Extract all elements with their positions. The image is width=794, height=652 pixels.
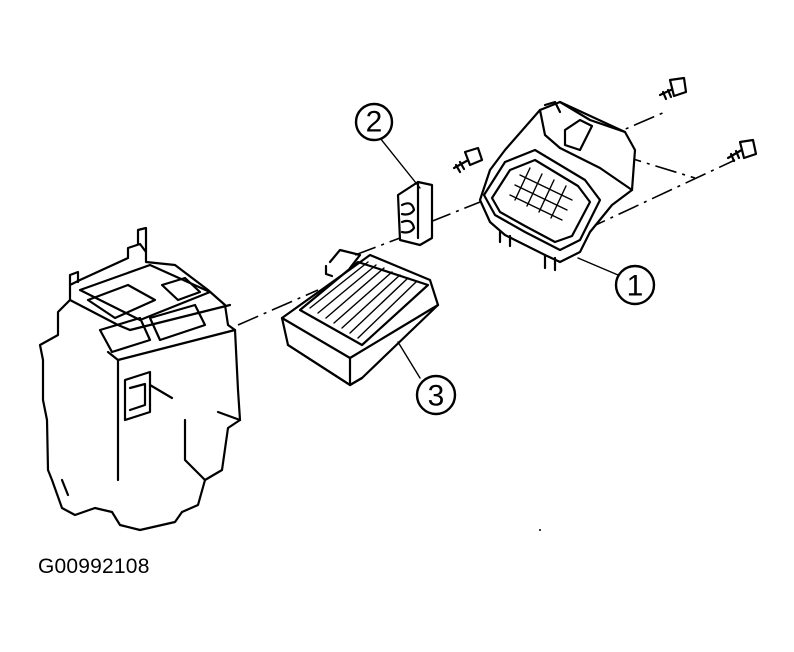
blower-housing — [38, 226, 242, 532]
callout-3: 3 — [415, 374, 457, 416]
callout-3-label: 3 — [428, 380, 445, 413]
duct-grille — [509, 167, 573, 221]
alignment-lines — [237, 111, 736, 326]
screw-duct-right — [726, 138, 758, 163]
bracket — [396, 180, 434, 247]
figure-code: G00992108 — [38, 555, 150, 578]
stray-dot — [539, 529, 541, 531]
callout-2: 2 — [354, 102, 394, 142]
callout-2-label: 2 — [366, 106, 383, 139]
callout-1: 1 — [614, 264, 656, 306]
callout-1-label: 1 — [627, 270, 644, 303]
leader-lines — [379, 137, 619, 379]
screw-duct-top — [658, 76, 688, 101]
filter-element — [280, 248, 440, 387]
air-duct — [478, 100, 637, 272]
filter-pleats — [309, 261, 417, 339]
screw-bracket — [452, 146, 484, 174]
